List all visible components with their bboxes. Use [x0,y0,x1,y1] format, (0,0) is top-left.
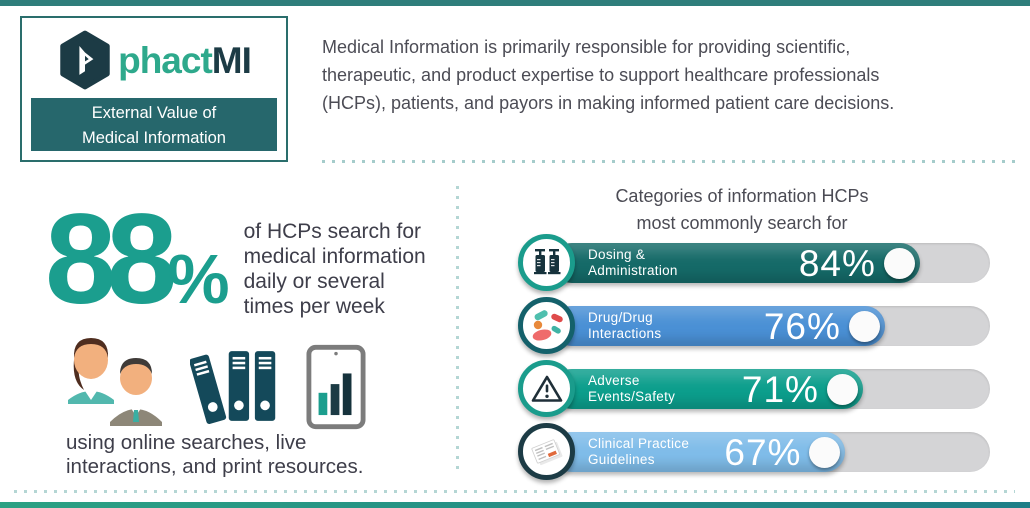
bottom-dotted-separator [14,490,1015,493]
stat-desc-line: medical information [243,244,426,268]
intro-line: (HCPs), patients, and payors in making i… [322,92,895,113]
bar-track: Drug/Drug Interactions 76% [552,306,990,346]
bar-fill: Dosing & Administration 84% [552,243,920,283]
bar-fill: Adverse Events/Safety 71% [552,369,863,409]
brand-mi: MI [211,39,252,81]
people-icon [68,338,162,426]
bar-label: Clinical Practice Guidelines [588,436,690,467]
bar-knob [826,373,858,405]
bar-label: Drug/Drug Interactions [588,310,662,341]
bar-label: Adverse Events/Safety [588,373,676,404]
brand-phact: phact [118,39,213,81]
logo-row: phactMI [22,30,286,90]
intro-line: therapeutic, and product expertise to su… [322,64,880,85]
stat-number: 88% [45,196,230,324]
intro-paragraph: Medical Information is primarily respons… [322,34,1002,118]
bar-fill: Clinical Practice Guidelines 67% [552,431,846,473]
bar-fill: Drug/Drug Interactions 76% [552,306,885,346]
bar-row-guidelines: Clinical Practice Guidelines 67% [518,423,992,481]
chart-title-line1: Categories of information HCPs [615,186,869,206]
bar-percent: 76% [763,305,841,347]
stat-percent-sign: % [167,240,230,318]
stat-description: of HCPs search for medical information d… [244,220,459,320]
binders-icon [190,351,276,425]
vertical-dotted-separator [456,186,459,470]
bar-track: Adverse Events/Safety 71% [552,369,990,409]
bar-knob [883,247,915,279]
bar-track: Dosing & Administration 84% [552,243,990,283]
top-accent-bar [0,0,1030,6]
intro-line: Medical Information is primarily respons… [322,37,851,57]
stat-caption: using online searches, live interactions… [66,431,406,478]
bottom-accent-bar [0,502,1030,508]
bar-knob [848,310,880,342]
caption-line: using online searches, live [66,431,307,454]
pills-icon [518,297,575,354]
subtitle-line1: External Value of [91,104,217,122]
stat-desc-line: daily or several [243,269,385,293]
bar-row-dosing: Dosing & Administration 84% [518,234,992,292]
logo-card-subtitle: External Value of Medical Information [31,98,277,151]
stat-block: 88% of HCPs search for medical informati… [45,196,459,324]
bar-percent: 71% [741,368,819,410]
warning-icon [518,360,575,417]
bar-row-interactions: Drug/Drug Interactions 76% [518,297,992,355]
subtitle-line2: Medical Information [82,128,226,147]
bar-knob [809,436,841,468]
logo-card: phactMI External Value of Medical Inform… [20,16,288,162]
chart-title-line2: most commonly search for [636,213,848,233]
bar-percent: 67% [724,431,802,473]
chart-title: Categories of information HCPs most comm… [505,183,979,237]
bar-label: Dosing & Administration [588,247,678,278]
bar-chart: Dosing & Administration 84% [518,234,992,486]
stat-desc-line: of HCPs search for [243,220,422,243]
pictogram-row [58,330,366,430]
caption-line: interactions, and print resources. [66,454,364,478]
stat-desc-line: times per week [243,294,385,318]
guidelines-icon [518,423,575,480]
brand-wordmark: phactMI [118,39,252,81]
bar-row-safety: Adverse Events/Safety 71% [518,360,992,418]
stat-value: 88 [45,188,177,331]
syringes-icon [518,234,575,291]
tablet-chart-icon [306,344,366,430]
bar-track: Clinical Practice Guidelines 67% [552,432,990,472]
top-dotted-separator [322,160,1015,163]
phactmi-hexagon-logo-icon [60,30,110,90]
bar-percent: 84% [798,242,876,284]
